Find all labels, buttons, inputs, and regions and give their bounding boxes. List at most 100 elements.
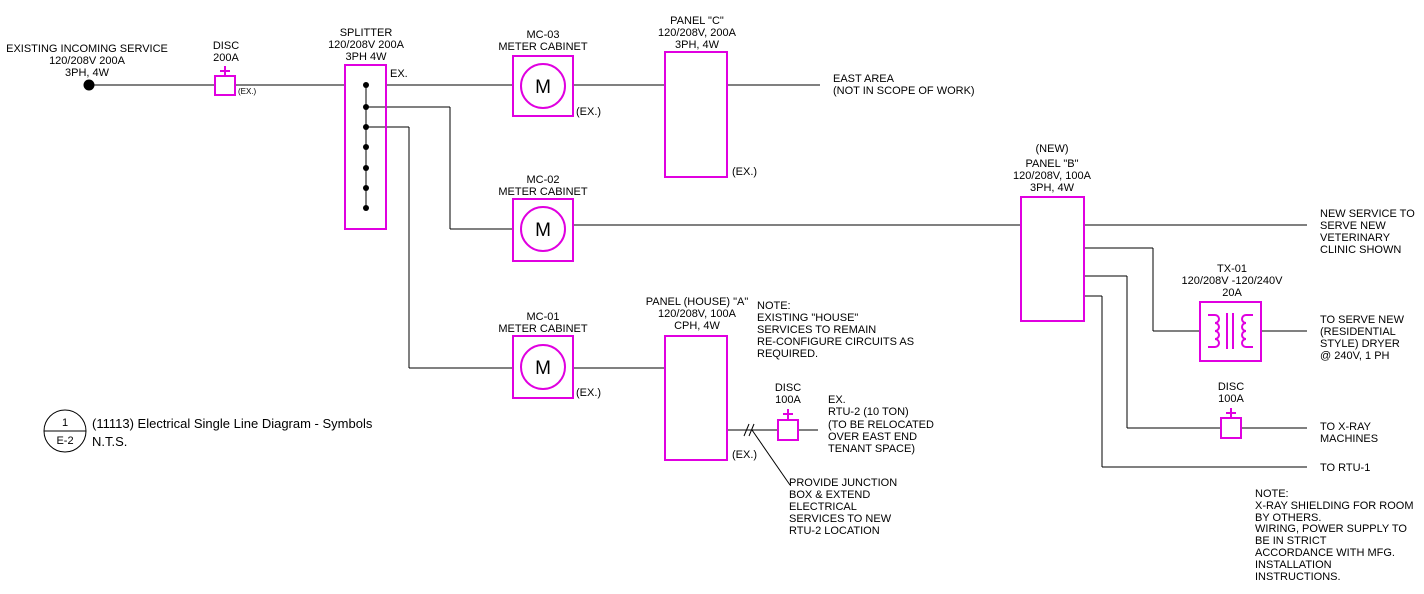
svg-text:WIRING, POWER SUPPLY TO: WIRING, POWER SUPPLY TO [1255, 523, 1407, 535]
svg-text:(NEW): (NEW) [1036, 143, 1069, 155]
svg-text:3PH 4W: 3PH 4W [346, 51, 388, 63]
mc02-meter-letter: M [535, 220, 551, 241]
svg-text:200A: 200A [213, 52, 239, 64]
tx01-transformer-symbol [1199, 301, 1262, 362]
svg-text:CPH, 4W: CPH, 4W [674, 320, 720, 332]
svg-text:RTU-2 (10 TON): RTU-2 (10 TON) [828, 406, 909, 418]
svg-text:@ 240V, 1 PH: @ 240V, 1 PH [1320, 350, 1390, 362]
note-house: NOTE: EXISTING "HOUSE" SERVICES TO REMAI… [757, 300, 914, 360]
svg-text:(RESIDENTIAL: (RESIDENTIAL [1320, 326, 1396, 338]
svg-text:3PH, 4W: 3PH, 4W [65, 67, 110, 79]
panel-c-box [664, 51, 728, 178]
svg-text:SERVICES TO NEW: SERVICES TO NEW [789, 513, 892, 525]
svg-text:MC-03: MC-03 [526, 29, 559, 41]
svg-text:20A: 20A [1222, 287, 1242, 299]
panel-b-label: (NEW) PANEL "B" 120/208V, 100A 3PH, 4W [1013, 143, 1092, 194]
svg-text:PANEL (HOUSE) "A": PANEL (HOUSE) "A" [646, 296, 749, 308]
svg-text:EXISTING INCOMING SERVICE: EXISTING INCOMING SERVICE [6, 43, 168, 55]
svg-text:TENANT SPACE): TENANT SPACE) [828, 443, 915, 455]
mc02-meter-cabinet [512, 198, 574, 262]
junction-note: PROVIDE JUNCTION BOX & EXTEND ELECTRICAL… [789, 477, 897, 537]
svg-text:BE IN STRICT: BE IN STRICT [1255, 535, 1327, 547]
svg-text:NOTE:: NOTE: [757, 300, 791, 312]
svg-text:DISC: DISC [775, 382, 801, 394]
svg-text:METER CABINET: METER CABINET [498, 323, 588, 335]
svg-text:(TO BE RELOCATED: (TO BE RELOCATED [828, 419, 934, 431]
svg-text:NOTE:: NOTE: [1255, 488, 1289, 500]
new-service-label: NEW SERVICE TO SERVE NEW VETERINARY CLIN… [1320, 208, 1415, 256]
splitter-bus-nodes [363, 82, 369, 211]
title-detail-number: 1 [62, 417, 68, 429]
disc-main-label: DISC 200A [213, 40, 240, 64]
svg-text:EXISTING "HOUSE": EXISTING "HOUSE" [757, 312, 858, 324]
disc-xray-label: DISC 100A [1218, 381, 1245, 405]
mc01-meter-letter: M [535, 358, 551, 379]
mc02-label: MC-02 METER CABINET [498, 174, 588, 198]
svg-text:PANEL "B": PANEL "B" [1025, 158, 1078, 170]
svg-text:TO X-RAY: TO X-RAY [1320, 421, 1372, 433]
mc01-ex-label: (EX.) [576, 387, 601, 399]
svg-text:MC-02: MC-02 [526, 174, 559, 186]
svg-text:INSTRUCTIONS.: INSTRUCTIONS. [1255, 571, 1341, 583]
panel-c-ex-label: (EX.) [732, 166, 757, 178]
svg-text:MC-01: MC-01 [526, 311, 559, 323]
svg-text:120/208V -120/240V: 120/208V -120/240V [1182, 275, 1284, 287]
incoming-service-label: EXISTING INCOMING SERVICE 120/208V 200A … [6, 43, 168, 79]
svg-text:NEW SERVICE TO: NEW SERVICE TO [1320, 208, 1415, 220]
mc03-meter-letter: M [535, 77, 551, 98]
splitter-label: SPLITTER 120/208V 200A 3PH 4W [328, 27, 405, 63]
incoming-service-node [83, 79, 95, 91]
title-label: (11113) Electrical Single Line Diagram -… [92, 416, 373, 431]
panel-c-label: PANEL "C" 120/208V, 200A 3PH, 4W [658, 15, 737, 51]
svg-text:TX-01: TX-01 [1217, 263, 1247, 275]
svg-text:METER CABINET: METER CABINET [498, 41, 588, 53]
svg-text:3PH, 4W: 3PH, 4W [675, 39, 720, 51]
svg-text:EX.: EX. [828, 394, 846, 406]
splitter-box [344, 64, 387, 230]
svg-text:RE-CONFIGURE CIRCUITS AS: RE-CONFIGURE CIRCUITS AS [757, 336, 914, 348]
svg-text:PANEL "C": PANEL "C" [670, 15, 724, 27]
splitter-ex-label: EX. [390, 68, 408, 80]
svg-text:VETERINARY: VETERINARY [1320, 232, 1391, 244]
svg-text:120/208V, 100A: 120/208V, 100A [658, 308, 737, 320]
svg-text:(NOT IN SCOPE OF WORK): (NOT IN SCOPE OF WORK) [833, 85, 975, 97]
svg-text:SPLITTER: SPLITTER [340, 27, 393, 39]
mc03-ex-label: (EX.) [576, 106, 601, 118]
panel-a-box [664, 335, 728, 461]
mc01-meter-cabinet [512, 335, 574, 399]
svg-text:120/208V 200A: 120/208V 200A [49, 55, 126, 67]
xray-label: TO X-RAY MACHINES [1320, 421, 1378, 445]
svg-text:INSTALLATION: INSTALLATION [1255, 559, 1332, 571]
svg-text:BY OTHERS.: BY OTHERS. [1255, 512, 1321, 524]
panel-b-box [1020, 196, 1085, 322]
svg-text:3PH, 4W: 3PH, 4W [1030, 182, 1075, 194]
disc-main-symbol [214, 66, 236, 96]
svg-text:CLINIC SHOWN: CLINIC SHOWN [1320, 244, 1401, 256]
svg-text:REQUIRED.: REQUIRED. [757, 348, 818, 360]
svg-text:PROVIDE JUNCTION: PROVIDE JUNCTION [789, 477, 897, 489]
tx01-label: TX-01 120/208V -120/240V 20A [1182, 263, 1284, 299]
dryer-label: TO SERVE NEW (RESIDENTIAL STYLE) DRYER @… [1320, 314, 1405, 362]
svg-text:METER CABINET: METER CABINET [498, 186, 588, 198]
svg-text:120/208V 200A: 120/208V 200A [328, 39, 405, 51]
mc03-meter-cabinet [512, 55, 574, 117]
svg-text:BOX & EXTEND: BOX & EXTEND [789, 489, 870, 501]
svg-text:120/208V, 200A: 120/208V, 200A [658, 27, 737, 39]
disc-xray-symbol [1220, 408, 1242, 439]
panel-a-label: PANEL (HOUSE) "A" 120/208V, 100A CPH, 4W [646, 296, 749, 332]
svg-text:100A: 100A [1218, 393, 1244, 405]
svg-text:RTU-2 LOCATION: RTU-2 LOCATION [789, 525, 880, 537]
note-xray: NOTE: X-RAY SHIELDING FOR ROOM BY OTHERS… [1255, 488, 1414, 583]
rtu2-label: EX. RTU-2 (10 TON) (TO BE RELOCATED OVER… [828, 394, 934, 455]
svg-text:MACHINES: MACHINES [1320, 433, 1378, 445]
svg-text:X-RAY SHIELDING FOR ROOM: X-RAY SHIELDING FOR ROOM [1255, 500, 1414, 512]
panel-a-ex-label: (EX.) [732, 449, 757, 461]
svg-text:120/208V, 100A: 120/208V, 100A [1013, 170, 1092, 182]
svg-text:DISC: DISC [213, 40, 239, 52]
svg-text:OVER EAST END: OVER EAST END [828, 431, 917, 443]
svg-text:DISC: DISC [1218, 381, 1244, 393]
svg-text:SERVICES TO REMAIN: SERVICES TO REMAIN [757, 324, 876, 336]
disc-main-ex-label: (EX.) [238, 87, 257, 96]
east-area-label: EAST AREA (NOT IN SCOPE OF WORK) [833, 73, 975, 97]
